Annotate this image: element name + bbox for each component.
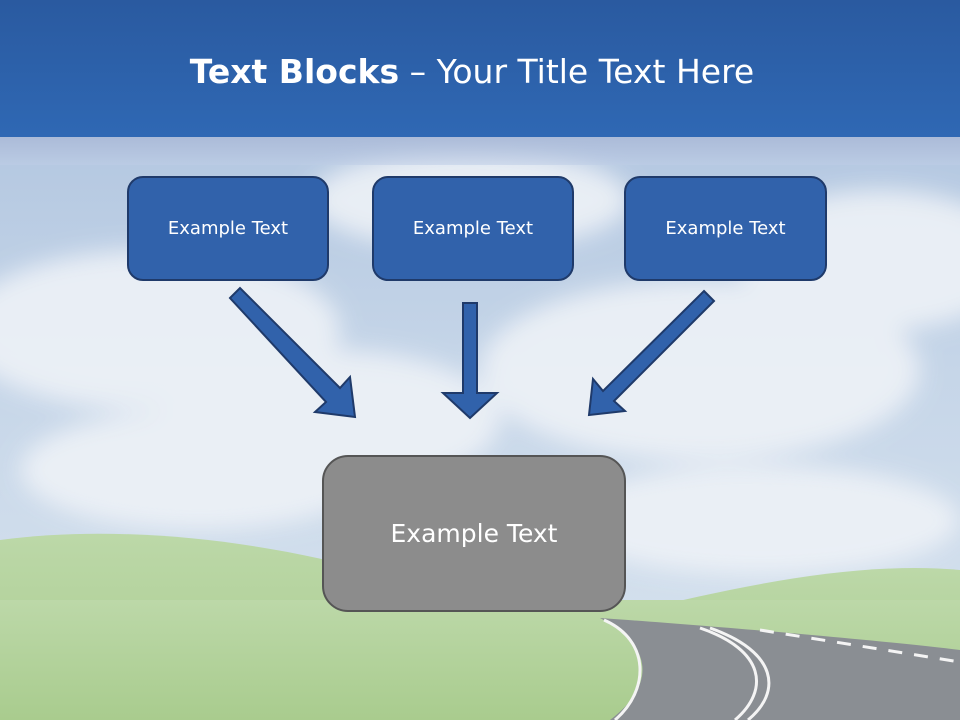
text-block-left[interactable]: Example Text (127, 176, 329, 281)
text-block-bottom-label: Example Text (390, 519, 558, 548)
arrow-middle-icon[interactable] (440, 302, 500, 420)
road-dashes (759, 628, 960, 664)
title-bar (0, 0, 960, 137)
text-block-left-label: Example Text (167, 218, 289, 239)
arrow-left-icon[interactable] (228, 286, 357, 419)
text-block-middle[interactable]: Example Text (372, 176, 574, 281)
title-divider-strip (0, 137, 960, 165)
arrow-right-icon[interactable] (587, 289, 716, 417)
text-block-right-label: Example Text (665, 218, 786, 239)
road (600, 618, 960, 720)
road-center-line-2 (709, 626, 771, 720)
text-block-bottom[interactable]: Example Text (322, 455, 626, 612)
title-regular-text: Your Title Text Here (436, 52, 755, 91)
text-block-right[interactable]: Example Text (624, 176, 827, 281)
title-bold-text: Text Blocks (189, 52, 400, 91)
slide-title[interactable]: Text Blocks – Your Title Text Here (0, 52, 944, 91)
title-dash: – (399, 52, 437, 91)
road-edge (603, 618, 642, 720)
road-center-line-1 (699, 626, 758, 720)
text-block-middle-label: Example Text (412, 218, 534, 239)
